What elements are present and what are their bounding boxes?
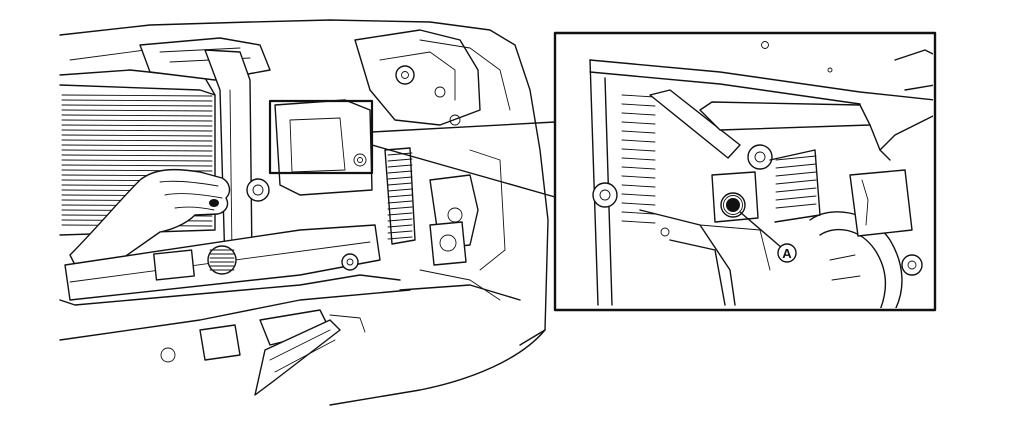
hatch-line <box>621 139 656 143</box>
detail-view: A <box>553 31 937 312</box>
hatch-line <box>387 182 413 186</box>
hatch-line <box>621 184 656 188</box>
hatch-line <box>621 148 656 152</box>
hatch-line <box>61 134 213 137</box>
hatch-line <box>387 200 413 204</box>
hatch-line <box>387 206 413 210</box>
hatch-line <box>621 130 656 134</box>
overview-view <box>59 19 549 406</box>
hatch-line <box>387 230 413 234</box>
hatch-line <box>61 139 213 142</box>
lower-front <box>160 284 521 396</box>
hatch-line <box>775 171 817 177</box>
hatch-line <box>775 179 817 185</box>
hatch-line <box>387 152 413 156</box>
zoom-leader-lines <box>371 121 556 198</box>
hatch-line <box>387 218 413 222</box>
hatch-line <box>775 203 817 209</box>
hatch-line <box>621 157 656 161</box>
hatch-line <box>621 220 656 224</box>
hatch-line <box>387 176 413 180</box>
hatch-line <box>61 114 213 117</box>
hatch-line <box>621 121 656 125</box>
radiator-support <box>139 37 271 266</box>
detail-frame <box>553 31 937 312</box>
callout-a: A <box>739 211 797 263</box>
hatch-line <box>387 158 413 162</box>
hatch-line <box>61 94 213 97</box>
hatch-line <box>387 170 413 174</box>
detail-area-box <box>268 99 374 175</box>
hatch-line <box>61 124 213 127</box>
hatch-line <box>387 212 413 216</box>
hatch-line <box>61 149 213 152</box>
hatch-line <box>61 104 213 107</box>
hatch-line <box>621 202 656 206</box>
hatch-line <box>61 119 213 122</box>
grommet-icon <box>246 178 270 202</box>
hatch-line <box>775 163 817 169</box>
hatch-line <box>61 99 213 102</box>
hatch-line <box>61 159 213 162</box>
bumper-beam <box>59 224 411 341</box>
hatch-line <box>621 166 656 170</box>
hand <box>69 168 231 276</box>
hatch-line <box>387 188 413 192</box>
hatch-line <box>61 144 213 147</box>
hatch-line <box>387 194 413 198</box>
hatch-line <box>61 109 213 112</box>
hatch-line <box>621 94 656 98</box>
hatch-line <box>775 195 817 201</box>
hatch-line <box>61 129 213 132</box>
callout-label-a: A <box>782 246 792 261</box>
hatch-line <box>61 164 213 167</box>
hatch-line <box>387 164 413 168</box>
hatch-line <box>387 236 413 240</box>
hatch-line <box>621 103 656 107</box>
hatch-line <box>775 155 817 161</box>
callout-circle-icon <box>777 243 797 263</box>
hatch-line <box>621 175 656 179</box>
hatch-line <box>61 154 213 157</box>
hatch-line <box>775 187 817 193</box>
hatch-line <box>621 193 656 197</box>
hatch-line <box>387 224 413 228</box>
hatch-line <box>621 112 656 116</box>
hatch-line <box>621 211 656 215</box>
